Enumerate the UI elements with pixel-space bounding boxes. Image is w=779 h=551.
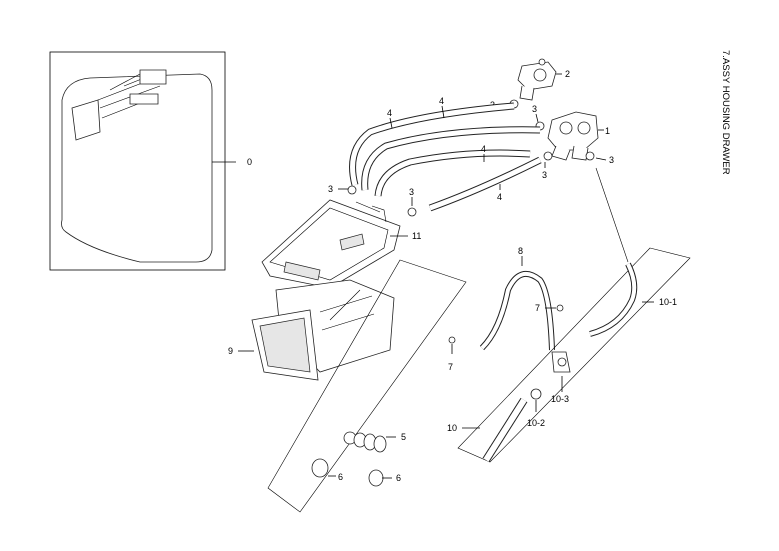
clip-7a (448, 336, 456, 344)
connector-10-3 (551, 351, 571, 373)
hose-8 (479, 270, 555, 351)
label-8: 8 (518, 246, 523, 256)
label-10-3: 10-3 (551, 394, 569, 404)
hose-10-1 (589, 262, 638, 337)
clamp-10-2 (530, 388, 542, 400)
label-10-1: 10-1 (659, 297, 677, 307)
label-10-2: 10-2 (527, 418, 545, 428)
label-7b: 7 (535, 303, 540, 313)
label-2: 2 (565, 69, 570, 79)
label-3c: 3 (542, 170, 547, 180)
hose-10-region-frame (457, 247, 691, 463)
label-4a: 4 (387, 108, 392, 118)
hose-clamp-group (347, 99, 595, 217)
assembly-inset-box (49, 51, 226, 271)
clip-7b (556, 304, 564, 312)
label-7a: 7 (448, 362, 453, 372)
label-1: 1 (605, 126, 610, 136)
label-3f: 3 (409, 187, 414, 197)
label-10: 10 (447, 423, 457, 433)
parts-region-frame (267, 259, 467, 513)
label-4b: 4 (439, 96, 444, 106)
hose-clamps-6 (311, 458, 384, 487)
label-0: 0 (247, 157, 252, 167)
label-4c: 4 (481, 144, 486, 154)
bellows-hose-5 (343, 431, 387, 453)
water-valve-1 (547, 111, 599, 161)
hose-10 (482, 397, 528, 463)
water-valve-2 (517, 58, 557, 101)
label-3d: 3 (609, 155, 614, 165)
label-11: 11 (412, 231, 421, 241)
diagram-title: 7.ASSY HOUSING DRAWER (720, 50, 731, 175)
label-3b: 3 (532, 104, 537, 114)
label-6a: 6 (338, 472, 343, 482)
label-5: 5 (401, 432, 406, 442)
drawer-housing (251, 199, 401, 381)
label-6b: 6 (396, 473, 401, 483)
label-3e: 3 (328, 184, 333, 194)
label-9: 9 (228, 346, 233, 356)
label-4d: 4 (497, 192, 502, 202)
inlet-hoses-4 (349, 102, 542, 212)
